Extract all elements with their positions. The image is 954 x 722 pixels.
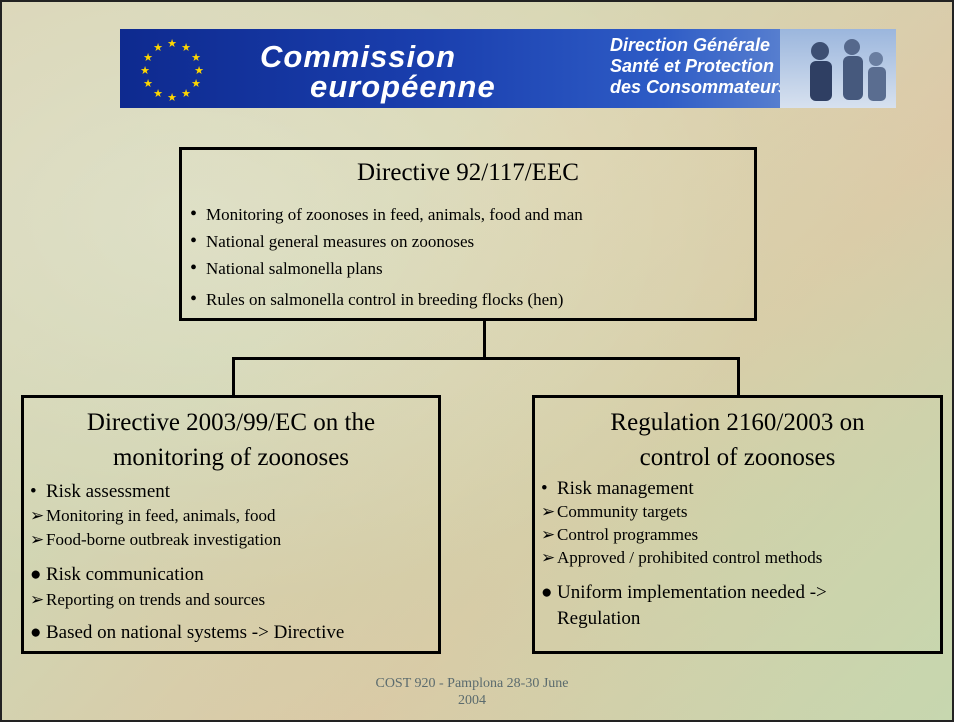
regulation-2160-2003-box: Regulation 2160/2003 on control of zoono… [532, 395, 943, 654]
right-box-title-line1: Regulation 2160/2003 on [610, 409, 865, 436]
banner-title-line2: européenne [310, 69, 496, 104]
svg-text:★: ★ [194, 64, 204, 77]
svg-text:★: ★ [167, 37, 177, 50]
right-box-item: ➢Control programmes [541, 525, 699, 544]
svg-text:★: ★ [153, 41, 163, 54]
svg-text:★: ★ [191, 51, 201, 64]
svg-text:★: ★ [140, 64, 150, 77]
right-box-item: Regulation [557, 608, 641, 629]
top-box-item: •National salmonella plans [190, 257, 383, 279]
svg-text:★: ★ [143, 77, 153, 90]
connector-vertical-top [483, 321, 486, 359]
connector-horizontal [232, 357, 740, 360]
right-box-item: •Risk management [541, 478, 694, 499]
commission-banner: ★ ★ ★ ★ ★ ★ ★ ★ ★ ★ ★ ★ Commission europ… [120, 29, 896, 108]
connector-right-drop [737, 357, 740, 395]
banner-dg-line1: Direction Générale [610, 35, 771, 55]
svg-text:★: ★ [181, 87, 191, 100]
left-box-title-line2: monitoring of zoonoses [112, 444, 350, 471]
directive-2003-99-box: Directive 2003/99/EC on the monitoring o… [21, 395, 441, 654]
banner-photo [780, 29, 896, 108]
left-box-item: ●Based on national systems -> Directive [30, 622, 345, 643]
right-box-item: ➢Community targets [541, 502, 688, 521]
top-box-item: •Rules on salmonella control in breeding… [190, 288, 564, 310]
connector-left-drop [232, 357, 235, 395]
left-box-item: ➢Reporting on trends and sources [30, 590, 266, 609]
right-box-item: ➢Approved / prohibited control methods [541, 548, 823, 567]
left-box-item: ●Risk communication [30, 564, 204, 585]
footer-line1: COST 920 - Pamplona 28-30 June [375, 676, 569, 691]
banner-dg-line2: Santé et Protection [610, 56, 775, 76]
svg-text:★: ★ [167, 91, 177, 104]
left-box-item: ➢Monitoring in feed, animals, food [30, 506, 276, 525]
top-box-item: •National general measures on zoonoses [190, 230, 475, 252]
svg-text:★: ★ [181, 41, 191, 54]
directive-92-117-box: Directive 92/117/EEC •Monitoring of zoon… [179, 147, 757, 321]
left-box-item: •Risk assessment [30, 481, 171, 502]
left-box-item: ➢Food-borne outbreak investigation [30, 530, 282, 549]
right-box-title-line2: control of zoonoses [639, 444, 836, 471]
left-box-title-line1: Directive 2003/99/EC on the [86, 409, 376, 436]
top-box-title: Directive 92/117/EEC [357, 159, 579, 186]
footer-line2: 2004 [458, 693, 486, 708]
svg-text:★: ★ [143, 51, 153, 64]
top-box-item: •Monitoring of zoonoses in feed, animals… [190, 203, 583, 225]
banner-dg-line3: des Consommateurs [610, 77, 789, 97]
slide-footer: COST 920 - Pamplona 28-30 June 2004 [342, 675, 602, 709]
svg-text:★: ★ [153, 87, 163, 100]
eu-stars-icon: ★ ★ ★ ★ ★ ★ ★ ★ ★ ★ ★ ★ [140, 37, 204, 104]
svg-text:★: ★ [191, 77, 201, 90]
banner-dg-text: Direction Générale Santé et Protection d… [610, 35, 788, 98]
people-photo-icon [810, 39, 886, 101]
right-box-item: ●Uniform implementation needed -> [541, 582, 827, 603]
banner-title-line1: Commission [260, 39, 457, 74]
